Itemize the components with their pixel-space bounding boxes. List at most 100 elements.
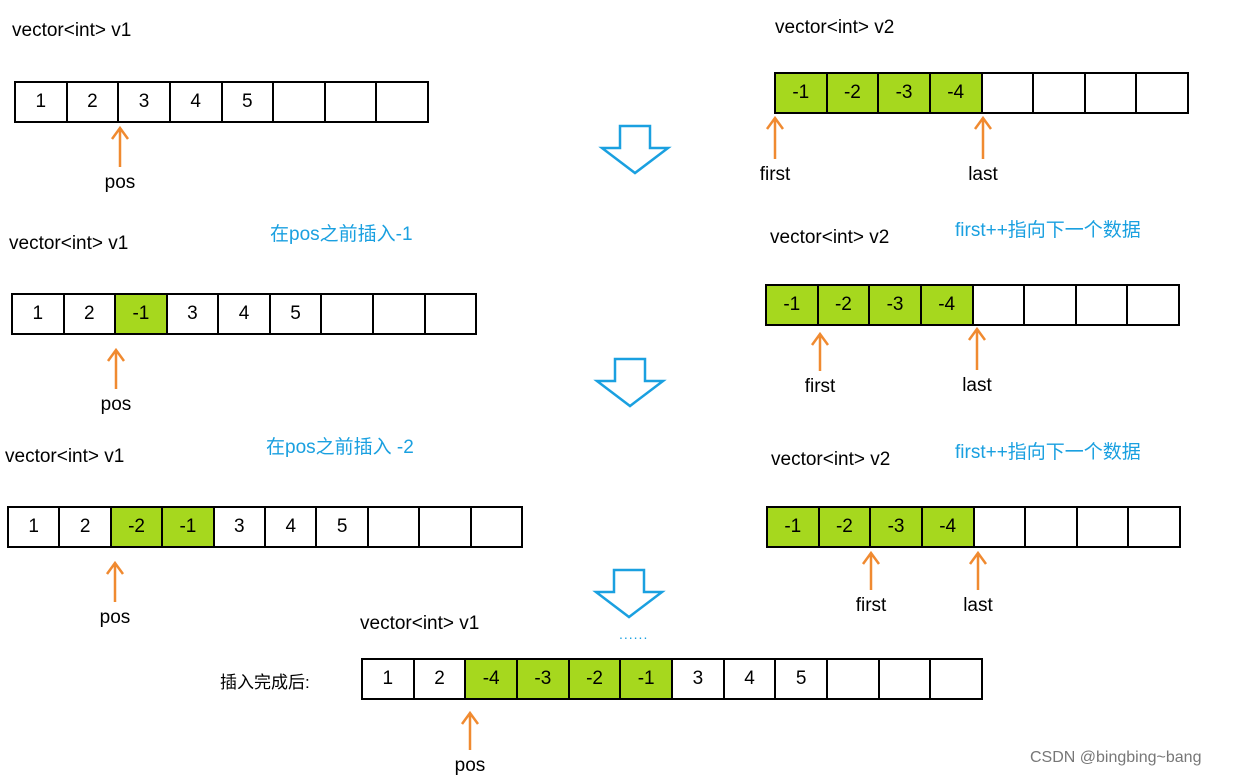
- array-cell: -2: [827, 74, 880, 112]
- up-arrow-icon: [460, 710, 480, 750]
- array-cell: -1: [116, 295, 168, 333]
- pos-label: pos: [99, 607, 131, 628]
- array-cell: 3: [214, 508, 267, 546]
- last-pointer-stage2: last: [952, 550, 1004, 615]
- array-cell: -1: [767, 286, 819, 324]
- array-cell: -4: [466, 660, 519, 698]
- array-cell: [274, 83, 326, 121]
- v2-title-stage1: vector<int> v2: [770, 227, 890, 248]
- array-cell: 4: [724, 660, 777, 698]
- array-cell: 1: [363, 660, 415, 698]
- array-cell: [1128, 286, 1178, 324]
- array-cell: [1076, 286, 1129, 324]
- array-cell: 4: [266, 508, 318, 546]
- array-cell: -4: [922, 508, 975, 546]
- last-pointer-stage0: last: [957, 115, 1009, 184]
- array-cell: 3: [167, 295, 220, 333]
- complete-label: 插入完成后:: [220, 673, 310, 692]
- array-cell: -2: [819, 508, 872, 546]
- array-cell: 5: [222, 83, 275, 121]
- v2-array-stage1: -1-2-3-4: [765, 284, 1180, 326]
- array-cell: -3: [870, 286, 922, 324]
- array-cell: [368, 508, 421, 546]
- v2-array-stage2: -1-2-3-4: [766, 506, 1181, 548]
- array-cell: [373, 295, 426, 333]
- up-arrow-icon: [105, 560, 125, 602]
- watermark: CSDN @bingbing~bang: [1030, 749, 1202, 766]
- first-label: first: [759, 164, 791, 185]
- array-cell: [1129, 508, 1179, 546]
- array-cell: [420, 508, 472, 546]
- pos-pointer-stage0: pos: [94, 125, 146, 192]
- insert-note-2: 在pos之前插入 -2: [266, 437, 414, 458]
- pos-pointer-final: pos: [444, 710, 496, 775]
- v1-title-stage1: vector<int> v1: [9, 233, 129, 254]
- first-advance-note-2: first++指向下一个数据: [955, 442, 1141, 463]
- down-flow-arrow-icon: [593, 357, 667, 408]
- first-advance-note-1: first++指向下一个数据: [955, 220, 1141, 241]
- array-cell: 3: [673, 660, 725, 698]
- array-cell: 4: [170, 83, 223, 121]
- up-arrow-icon: [106, 347, 126, 389]
- first-pointer-stage2: first: [845, 550, 897, 615]
- array-cell: [322, 295, 374, 333]
- array-cell: -1: [776, 74, 828, 112]
- array-cell: [1085, 74, 1138, 112]
- array-cell: -1: [768, 508, 820, 546]
- array-cell: [828, 660, 880, 698]
- array-cell: 5: [270, 295, 323, 333]
- array-cell: -3: [518, 660, 570, 698]
- array-cell: -3: [871, 508, 923, 546]
- array-cell: [982, 74, 1035, 112]
- array-cell: [879, 660, 932, 698]
- last-label: last: [968, 164, 998, 185]
- array-cell: -1: [621, 660, 674, 698]
- up-arrow-icon: [967, 326, 987, 370]
- up-arrow-icon: [765, 115, 785, 159]
- last-label: last: [962, 375, 992, 396]
- array-cell: [425, 295, 476, 333]
- array-cell: [1077, 508, 1130, 546]
- array-cell: 2: [60, 508, 112, 546]
- array-cell: -2: [111, 508, 164, 546]
- up-arrow-icon: [810, 331, 830, 371]
- array-cell: 2: [64, 295, 117, 333]
- up-arrow-icon: [973, 115, 993, 159]
- pos-label: pos: [454, 755, 486, 776]
- pos-pointer-stage1: pos: [90, 347, 142, 414]
- array-cell: [1034, 74, 1086, 112]
- array-cell: 5: [317, 508, 369, 546]
- ellipsis: ......: [619, 626, 649, 642]
- v1-title-stage0: vector<int> v1: [12, 20, 132, 41]
- v2-title-stage0: vector<int> v2: [775, 17, 895, 38]
- up-arrow-icon: [110, 125, 130, 167]
- array-cell: -2: [569, 660, 622, 698]
- array-cell: [377, 83, 427, 121]
- array-cell: 1: [16, 83, 68, 121]
- v2-title-stage2: vector<int> v2: [771, 449, 891, 470]
- pos-pointer-stage2: pos: [89, 560, 141, 627]
- pos-label: pos: [100, 394, 132, 415]
- up-arrow-icon: [861, 550, 881, 590]
- array-cell: 3: [119, 83, 171, 121]
- v2-array-stage0: -1-2-3-4: [774, 72, 1189, 114]
- first-pointer-stage0: first: [749, 115, 801, 184]
- array-cell: 5: [776, 660, 829, 698]
- down-flow-arrow-icon: [598, 124, 672, 175]
- first-label: first: [855, 595, 887, 616]
- array-cell: 2: [67, 83, 120, 121]
- array-cell: [973, 286, 1026, 324]
- array-cell: 2: [414, 660, 467, 698]
- up-arrow-icon: [968, 550, 988, 590]
- array-cell: [1026, 508, 1078, 546]
- array-cell: -2: [818, 286, 871, 324]
- array-cell: [1025, 286, 1077, 324]
- array-cell: 1: [13, 295, 65, 333]
- array-cell: -1: [163, 508, 215, 546]
- array-cell: 1: [9, 508, 61, 546]
- v1-title-final: vector<int> v1: [360, 613, 480, 634]
